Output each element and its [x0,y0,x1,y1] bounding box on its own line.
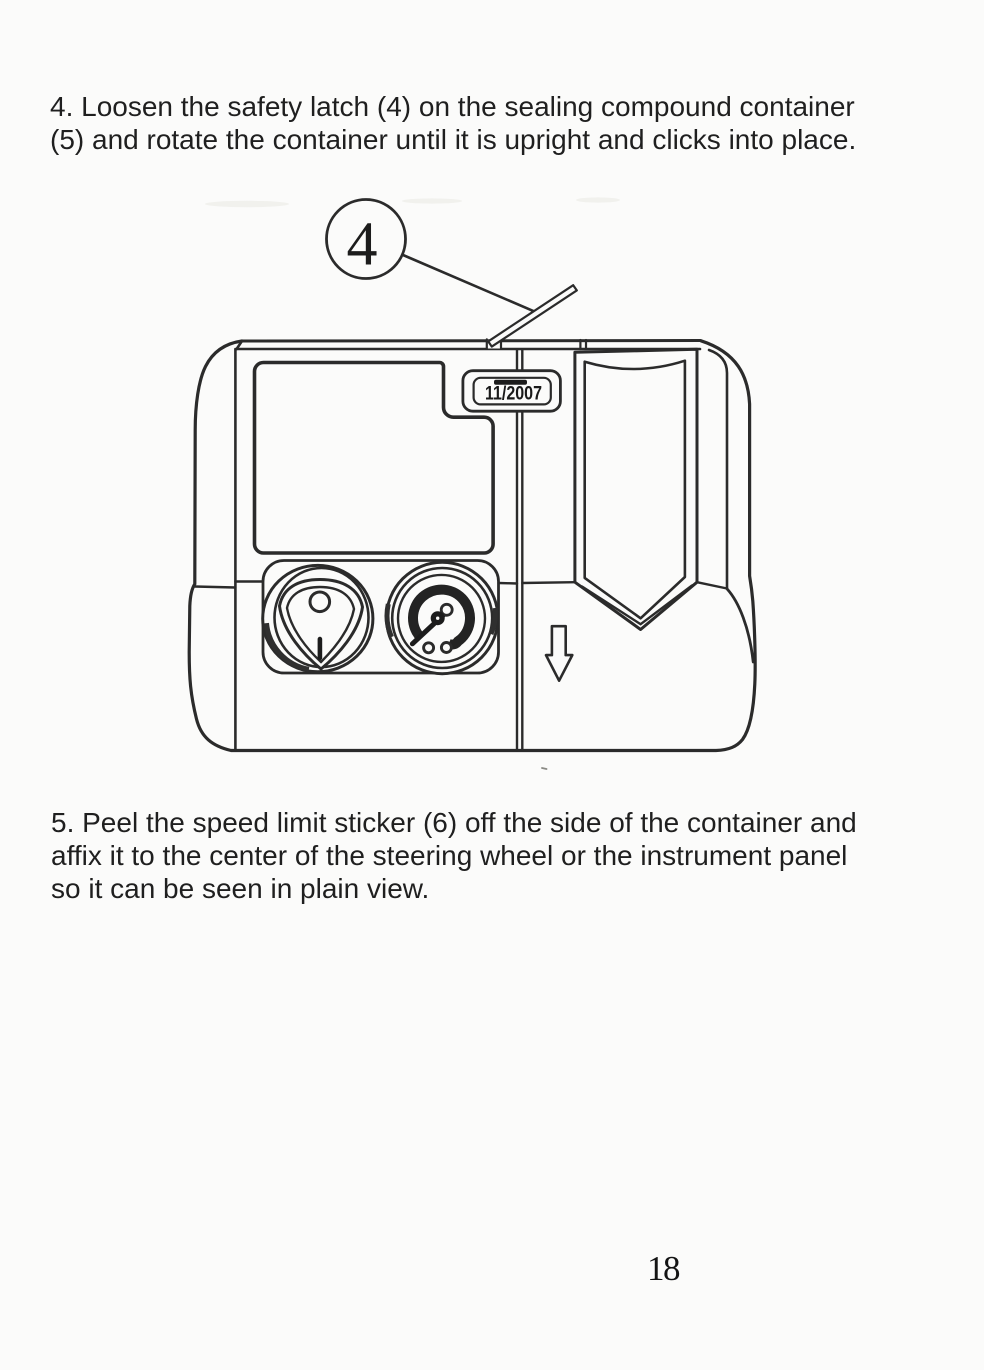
callout-circle [325,198,407,280]
date-label-outer [461,369,562,413]
step-5-instruction: 5. Peel the speed limit sticker (6) off … [51,806,857,905]
stray-mark [541,767,548,770]
step-5-line-3: so it can be seen in plain view. [51,873,430,904]
gauge-rim-shade-left [384,603,394,638]
scan-smudges [205,197,620,208]
date-label-text: 11/2007 [485,383,542,405]
container-pocket-inner [583,359,687,620]
device-body-outline [187,339,757,753]
step-5-line-2: affix it to the center of the steering w… [51,840,848,871]
date-label-inner [472,376,552,406]
gauge-hub-pin [436,616,440,620]
step-5-line-1: 5. Peel the speed limit sticker (6) off … [51,807,857,838]
left-body-seam [193,585,237,589]
gauge-ring3 [396,573,487,664]
power-knob-grip-inner [285,585,356,664]
gauge-scale-arc [408,584,475,650]
right-bulge-curve [725,587,755,664]
down-arrow-icon [544,624,574,682]
gauge-port-left [422,641,436,655]
top-band-top-line [240,339,702,343]
safety-latch [487,284,578,348]
step-4-instruction: 4. Loosen the safety latch (4) on the se… [50,90,856,156]
right-section-seam-right [695,581,729,590]
device-illustration: 4 [187,197,757,770]
gauge-port-right [439,641,453,654]
page-number: 18 [647,1249,681,1288]
gauge-rim-shade-right [488,607,498,635]
right-section-seam-left [521,581,577,585]
gauge-needle-tip [439,602,454,617]
step-4-line-2: (5) and rotate the container until it is… [50,124,857,155]
container-pocket-mid-v [580,584,694,626]
leader-line [401,253,539,315]
power-knob-mark [317,636,323,661]
hinge-ticks [579,338,588,351]
power-knob-rim-shade [264,622,310,672]
top-band-left-corner [235,339,244,351]
date-label-fine-print [494,379,527,385]
power-knob-dot [308,590,332,614]
right-panel-seam [707,348,729,590]
gauge-ring2 [390,566,494,670]
step-4-line-1: 4. Loosen the safety latch (4) on the se… [50,91,855,122]
callout-number: 4 [347,211,378,279]
power-knob-grip [277,577,365,671]
display-screen [252,360,495,555]
container-pocket-outer [573,347,699,631]
front-right-seam [497,581,519,585]
